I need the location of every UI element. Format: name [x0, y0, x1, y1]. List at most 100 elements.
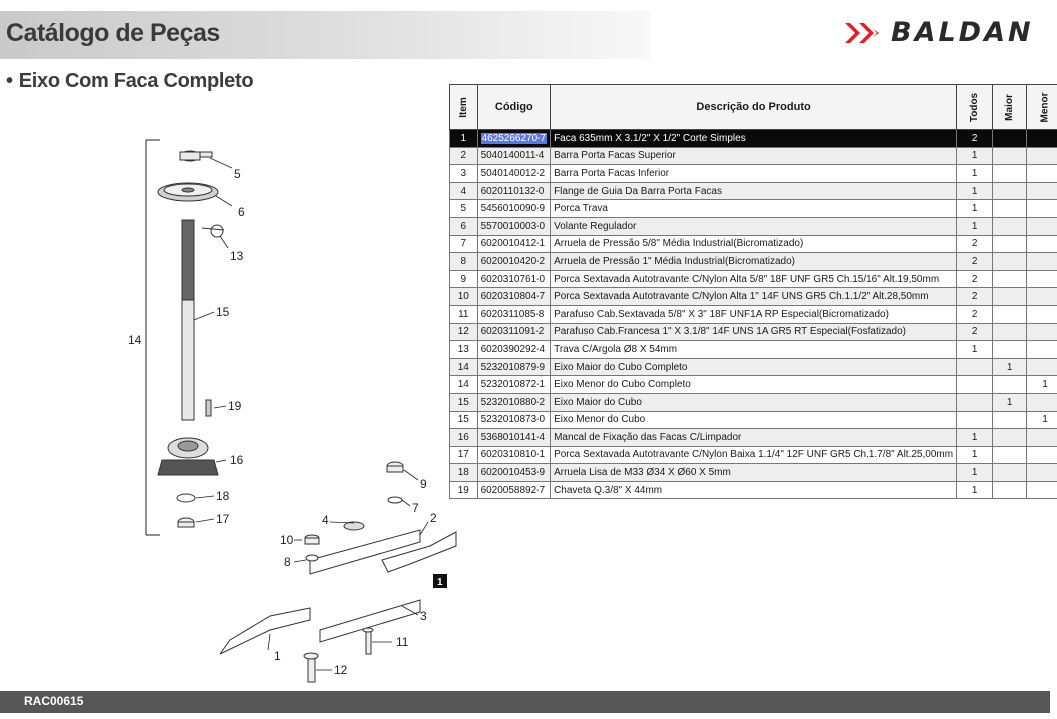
table-cell-maior — [992, 480, 1027, 500]
table-cell-code: 6020010420-2 — [476, 252, 552, 271]
table-cell-description: Arruela Lisa de M33 Ø34 X Ø60 X 5mm — [550, 463, 958, 482]
table-cell-menor — [1025, 181, 1057, 201]
table-cell-maior — [992, 410, 1027, 430]
table-cell-code: 5232010872-1 — [476, 375, 552, 394]
table-cell-code: 6020310761-0 — [476, 269, 552, 289]
table-cell-todos: 1 — [956, 463, 994, 482]
table-cell-maior — [992, 216, 1027, 236]
table-cell-maior — [992, 199, 1027, 218]
table-cell-description: Mancal de Fixação das Facas C/Limpador — [550, 428, 958, 447]
part-shaft — [181, 219, 195, 421]
table-cell-description: Faca 635mm X 3.1/2" X 1/2" Corte Simples — [550, 129, 958, 148]
table-cell-menor: 1 — [1025, 410, 1057, 430]
table-cell-maior: 1 — [992, 392, 1027, 412]
table-cell-item: 3 — [449, 164, 478, 183]
table-cell-todos: 2 — [956, 129, 994, 148]
table-cell-todos: 2 — [956, 269, 994, 289]
table-cell-todos: 1 — [956, 340, 994, 359]
callout-17: 17 — [216, 512, 230, 526]
part-bearing — [157, 437, 219, 476]
table-cell-todos: 1 — [956, 216, 994, 236]
part-flange — [343, 521, 365, 531]
table-cell-menor — [1025, 304, 1057, 324]
col-item: Item — [449, 84, 478, 130]
section-title-text: Eixo Com Faca Completo — [18, 70, 254, 92]
section-title: •Eixo Com Faca Completo — [6, 70, 254, 93]
table-cell-description: Porca Trava — [550, 199, 958, 218]
part-code: 5570010003-0 — [480, 220, 546, 232]
table-cell-item: 16 — [449, 428, 478, 447]
table-cell-menor — [1025, 480, 1057, 500]
table-cell-item: 12 — [449, 322, 478, 342]
table-cell-menor — [1025, 146, 1057, 166]
table-cell-item: 4 — [449, 181, 478, 201]
table-cell-item: 19 — [449, 480, 478, 500]
table-cell-description: Barra Porta Facas Inferior — [550, 164, 958, 183]
table-cell-todos: 1 — [956, 428, 994, 447]
part-upper-blade-bar — [309, 529, 457, 575]
table-cell-item: 2 — [449, 146, 478, 166]
table-cell-menor — [1025, 269, 1057, 289]
part-code: 6020058892-7 — [480, 484, 546, 496]
table-cell-item: 10 — [449, 287, 478, 306]
table-cell-menor: 1 — [1025, 375, 1057, 394]
callout-13: 13 — [230, 249, 244, 263]
table-cell-code: 5368010141-4 — [476, 428, 552, 447]
part-code: 5456010090-9 — [480, 203, 546, 215]
page-title: Catálogo de Peças — [6, 19, 220, 47]
table-cell-code: 6020311085-8 — [476, 304, 552, 324]
parts-table: Item Código Descrição do Produto Todos M… — [449, 84, 1057, 500]
table-cell-todos: 2 — [956, 322, 994, 342]
parts-table-header: Item Código Descrição do Produto Todos M… — [449, 84, 1057, 130]
table-cell-maior — [992, 304, 1027, 324]
table-cell-maior — [992, 129, 1027, 148]
callout-19: 19 — [228, 399, 242, 413]
callout-6: 6 — [238, 205, 245, 219]
table-cell-todos — [956, 392, 994, 412]
callout-7: 7 — [412, 501, 419, 515]
part-code: 6020310810-1 — [480, 449, 546, 461]
table-cell-maior — [992, 428, 1027, 447]
part-code: 5368010141-4 — [480, 431, 546, 443]
table-cell-code: 6020311091-2 — [476, 322, 552, 342]
table-cell-menor — [1025, 234, 1057, 254]
table-cell-code: 5040140011-4 — [476, 146, 552, 166]
table-cell-description: Chaveta Q.3/8" X 44mm — [550, 480, 958, 500]
table-cell-menor — [1025, 428, 1057, 447]
table-cell-maior — [992, 234, 1027, 254]
table-cell-maior — [992, 269, 1027, 289]
part-code: 6020010412-1 — [480, 238, 546, 250]
table-cell-code: 6020058892-7 — [476, 480, 552, 500]
part-code: 6020390292-4 — [480, 343, 546, 355]
callout-12: 12 — [334, 663, 348, 677]
table-cell-menor — [1025, 340, 1057, 359]
table-cell-maior — [992, 146, 1027, 166]
callout-15: 15 — [216, 305, 230, 319]
table-cell-todos: 1 — [956, 199, 994, 218]
col-maior: Maior — [992, 84, 1027, 130]
part-ring-pin — [201, 224, 225, 238]
table-cell-item: 6 — [449, 216, 478, 236]
